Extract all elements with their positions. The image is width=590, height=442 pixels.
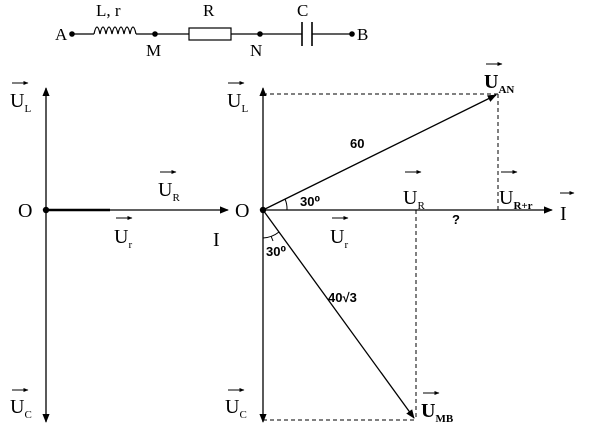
umb-magnitude-label: 40√3 [328, 290, 357, 305]
label-m: M [146, 41, 161, 60]
left-origin-label: O [18, 200, 32, 222]
label-capacitor: C [297, 1, 308, 20]
left-current-label: I [213, 229, 220, 251]
right-current-label: I [560, 203, 567, 225]
label-a: A [55, 25, 68, 44]
node-a [69, 31, 75, 37]
uan-magnitude-label: 60 [350, 136, 364, 151]
unknown-label: ? [452, 212, 460, 227]
uan-label: UAN [484, 71, 514, 96]
label-inductor: L, r [96, 1, 121, 20]
label-b: B [357, 25, 368, 44]
right-uc-label: UC [225, 396, 247, 421]
left-ul-label: UL [10, 90, 31, 115]
right-origin-dot [259, 206, 267, 214]
angle-bottom-label: 30⁰ [266, 244, 286, 259]
node-m [152, 31, 158, 37]
angle-top-label: 30⁰ [300, 194, 320, 209]
left-ur-small-label: Ur [114, 226, 132, 251]
left-phasor-diagram: O UL UC UR Ur I [10, 81, 229, 423]
uan-vector [262, 94, 497, 211]
umb-label: UMB [421, 400, 454, 425]
inductor-coil [93, 26, 137, 35]
left-origin-dot [42, 206, 50, 214]
resistor [188, 27, 232, 41]
label-n: N [250, 41, 262, 60]
urr-label: UR+r [499, 187, 533, 212]
umb-vector [262, 209, 415, 419]
right-phasor-diagram: O UL UC UAN UMB UR Ur UR+r I 60 40√3 30⁰… [225, 62, 575, 425]
right-ul-label: UL [227, 90, 248, 115]
right-origin-label: O [235, 200, 249, 222]
label-resistor: R [203, 1, 215, 20]
angle-arc-top [284, 198, 288, 211]
circuit-diagram: A L, r M R N C B [55, 1, 368, 60]
node-b [349, 31, 355, 37]
left-ur-label: UR [158, 179, 180, 204]
node-n [257, 31, 263, 37]
left-uc-label: UC [10, 396, 32, 421]
right-ur-small-label: Ur [330, 226, 348, 251]
angle-tick-bottom [270, 235, 274, 242]
right-ur-label: UR [403, 187, 425, 212]
